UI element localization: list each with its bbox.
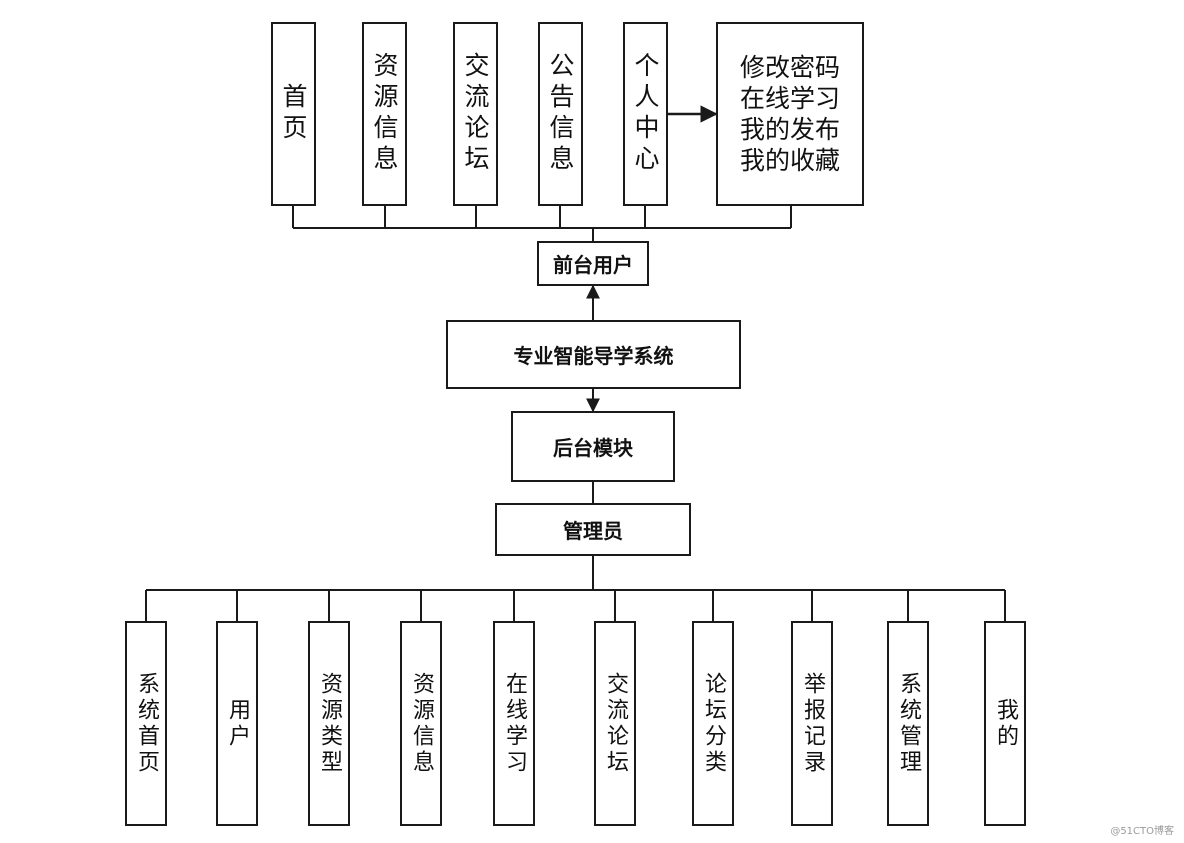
front-user-label: 前台用户: [553, 253, 633, 277]
front-module-home: 首页: [271, 22, 316, 206]
front-module-label: 公告信息: [546, 52, 575, 176]
back-module-resource-type: 资源类型: [308, 621, 350, 826]
back-module-users: 用户: [216, 621, 258, 826]
back-module-online-learning: 在线学习: [493, 621, 535, 826]
front-module-label: 交流论坛: [461, 52, 490, 176]
personal-center-item: 在线学习: [739, 84, 840, 113]
front-user-box: 前台用户: [537, 241, 649, 286]
back-module-label: 举报记录: [800, 671, 825, 776]
admin-box: 管理员: [495, 503, 691, 556]
watermark: @51CTO博客: [1110, 826, 1174, 837]
front-module-label: 个人中心: [631, 52, 660, 176]
back-module-box: 后台模块: [511, 411, 675, 482]
back-module-label: 我的: [993, 697, 1018, 750]
back-module-label: 论坛分类: [701, 671, 726, 776]
back-module-label: 用户: [225, 697, 250, 750]
back-module-reports: 举报记录: [791, 621, 833, 826]
back-module-system-management: 系统管理: [887, 621, 929, 826]
back-module-forum: 交流论坛: [594, 621, 636, 826]
front-module-resource-info: 资源信息: [362, 22, 407, 206]
back-module-forum-category: 论坛分类: [692, 621, 734, 826]
system-box: 专业智能导学系统: [446, 320, 741, 389]
admin-label: 管理员: [563, 519, 623, 543]
back-module-label: 系统首页: [134, 671, 159, 776]
personal-center-item: 修改密码: [739, 53, 840, 82]
back-module-label: 资源类型: [317, 671, 342, 776]
personal-center-items-box: 修改密码 在线学习 我的发布 我的收藏: [716, 22, 864, 206]
front-module-forum: 交流论坛: [453, 22, 498, 206]
back-module-label: 后台模块: [553, 436, 633, 460]
front-module-label: 首页: [279, 83, 308, 145]
back-module-label: 在线学习: [502, 671, 527, 776]
personal-center-item: 我的收藏: [739, 146, 840, 175]
back-module-mine: 我的: [984, 621, 1026, 826]
personal-center-item: 我的发布: [739, 115, 840, 144]
system-label: 专业智能导学系统: [513, 344, 674, 368]
back-module-label: 系统管理: [896, 671, 921, 776]
back-module-label: 资源信息: [409, 671, 434, 776]
back-module-system-home: 系统首页: [125, 621, 167, 826]
front-module-label: 资源信息: [370, 52, 399, 176]
front-module-personal-center: 个人中心: [623, 22, 668, 206]
back-module-resource-info: 资源信息: [400, 621, 442, 826]
front-module-announcements: 公告信息: [538, 22, 583, 206]
back-module-label: 交流论坛: [603, 671, 628, 776]
